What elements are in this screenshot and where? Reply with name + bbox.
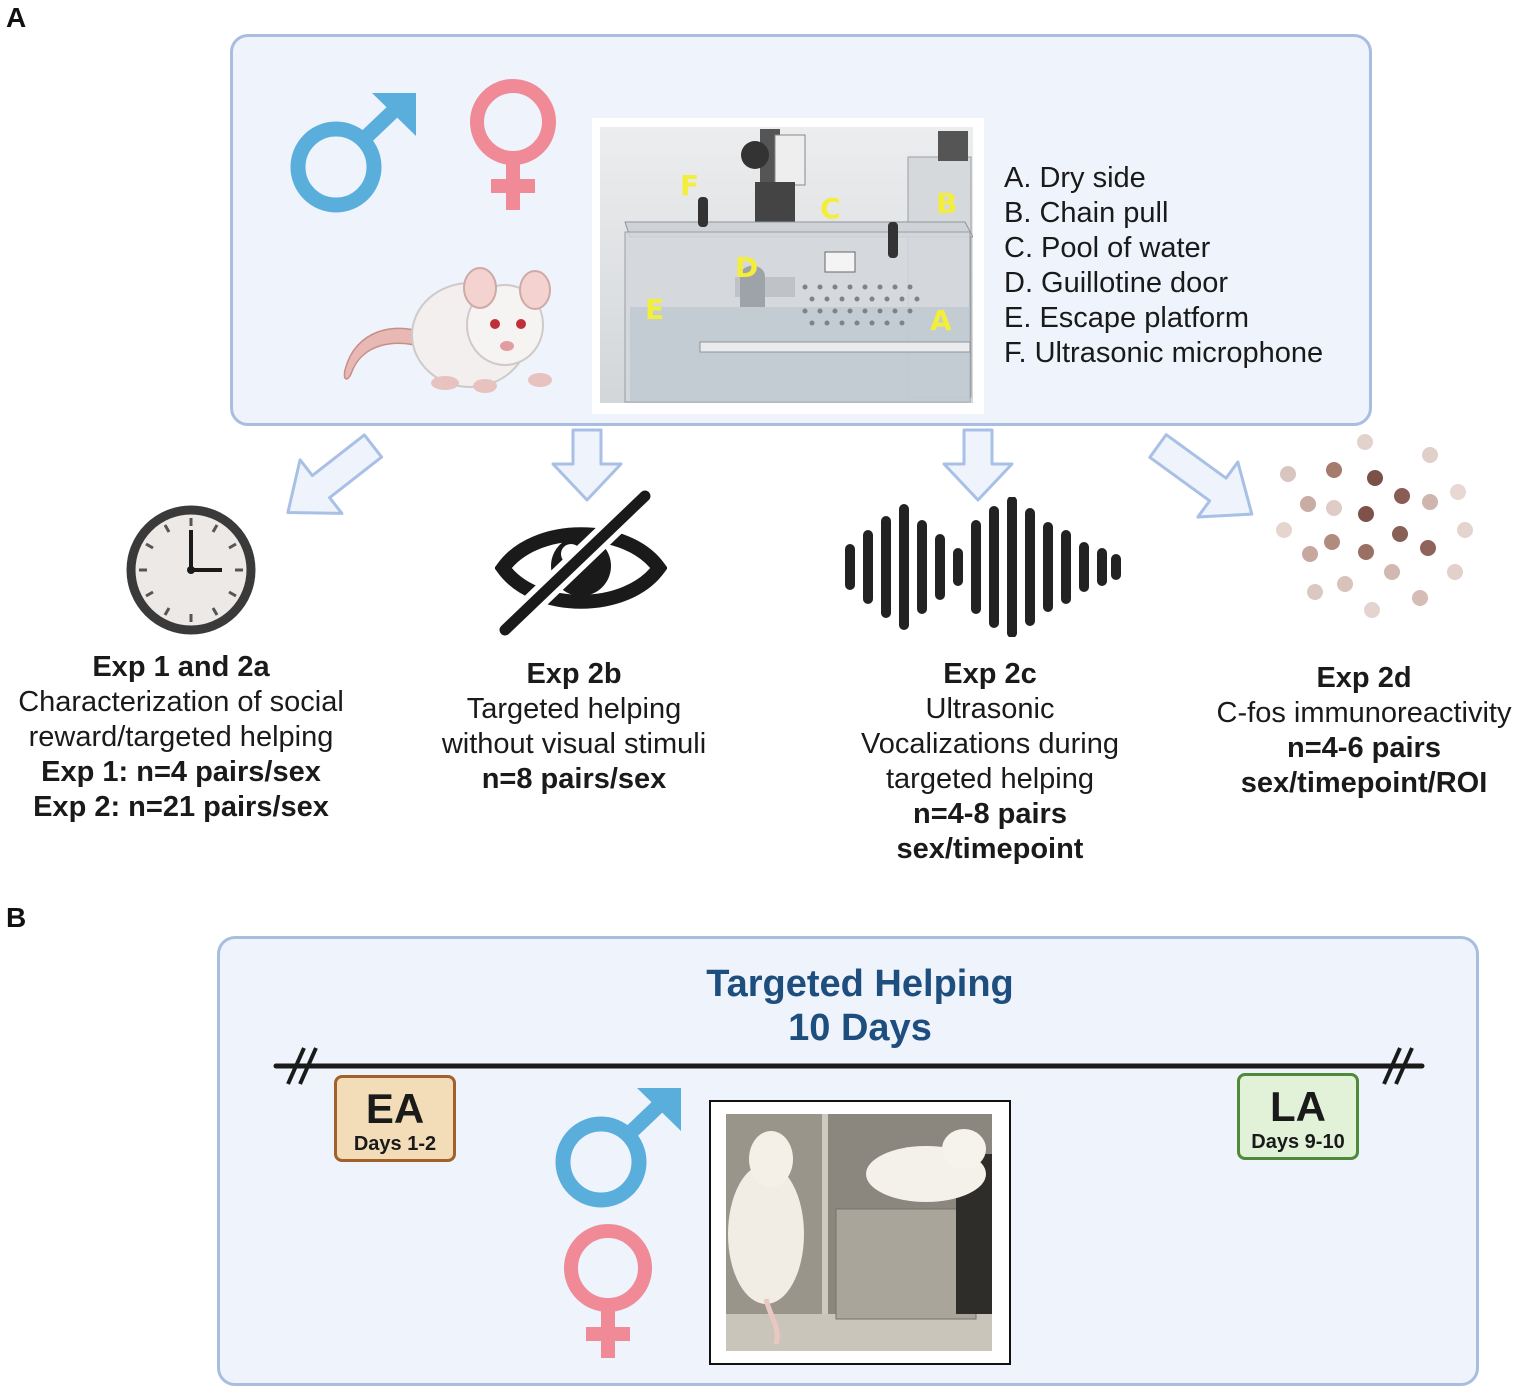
exp1-title: Exp 1 and 2a (92, 651, 270, 683)
apparatus-label-c: C (820, 192, 841, 225)
exp2c-n-line1: n=4-8 pairs (913, 798, 1067, 830)
male-symbol-icon (290, 93, 416, 213)
legend-item-chain-pull: B. Chain pull (1004, 197, 1169, 229)
exp2c-n-line2: sex/timepoint (896, 833, 1084, 865)
exp2d-n-line2: sex/timepoint/ROI (1240, 767, 1488, 799)
apparatus-label-f: F (680, 169, 699, 202)
la-label: LA (1270, 1083, 1326, 1130)
apparatus-label-a: A (930, 304, 952, 337)
exp1-block: Exp 1 and 2a Characterization of social … (0, 650, 362, 825)
cfos-dots-icon (1276, 434, 1473, 618)
arrow-to-exp1 (286, 433, 384, 515)
apparatus-label-d: D (735, 251, 758, 284)
exp2c-title: Exp 2c (943, 658, 1037, 690)
rats-photo (726, 1114, 992, 1351)
exp2c-block: Exp 2c Ultrasonic Vocalizations during t… (820, 657, 1160, 867)
ea-box: EA Days 1-2 (334, 1075, 456, 1162)
exp2c-desc-line2: Vocalizations during (861, 728, 1119, 760)
timeline-break-left-1 (286, 1047, 306, 1085)
la-box: LA Days 9-10 (1237, 1073, 1359, 1160)
ea-label: EA (365, 1085, 425, 1132)
exp2b-desc-line2: without visual stimuli (441, 728, 707, 760)
exp2b-block: Exp 2b Targeted helping without visual s… (404, 657, 744, 797)
exp2b-title: Exp 2b (526, 658, 622, 690)
ea-days: Days 1-2 (353, 1133, 437, 1155)
male-symbol-icon-b (555, 1088, 681, 1208)
female-symbol-icon-b (564, 1224, 652, 1358)
exp1-desc-line1: Characterization of social (18, 686, 344, 718)
flow-arrows (286, 428, 1254, 519)
timeline-title: Targeted Helping 10 Days (560, 962, 1160, 1050)
sound-wave-icon (845, 497, 1121, 637)
arrow-to-exp2c (942, 428, 1014, 502)
panel-a-letter: A (6, 2, 27, 33)
timeline-break-right-2 (1394, 1047, 1414, 1085)
exp2b-desc-line1: Targeted helping (466, 693, 682, 725)
timeline-break-left-2 (298, 1047, 318, 1085)
rat-illustration (343, 267, 552, 393)
exp2d-n-line1: n=4-6 pairs (1287, 732, 1441, 764)
legend-item-escape-platform: E. Escape platform (1004, 302, 1249, 334)
legend-item-ultrasonic-microphone: F. Ultrasonic microphone (1004, 337, 1324, 369)
exp2d-block: Exp 2d C-fos immunoreactivity n=4-6 pair… (1198, 661, 1530, 801)
exp2d-desc-line1: C-fos immunoreactivity (1216, 697, 1512, 729)
exp2d-title: Exp 2d (1316, 662, 1412, 694)
timeline-title-line1: Targeted Helping (706, 963, 1014, 1005)
legend-item-dry-side: A. Dry side (1004, 162, 1146, 194)
female-symbol-icon (470, 79, 556, 210)
la-days: Days 9-10 (1251, 1131, 1345, 1153)
legend-item-pool-of-water: C. Pool of water (1004, 232, 1211, 264)
legend-item-guillotine-door: D. Guillotine door (1004, 267, 1229, 299)
apparatus-label-b: B (936, 187, 957, 220)
exp2c-desc-line1: Ultrasonic (925, 693, 1055, 725)
arrow-to-exp2d (1148, 433, 1254, 519)
eye-slash-icon (495, 488, 667, 638)
clock-icon (126, 505, 256, 635)
timeline-title-line2: 10 Days (788, 1007, 932, 1049)
exp1-desc-line2: reward/targeted helping (28, 721, 334, 753)
timeline-axis (273, 1047, 1425, 1085)
timeline-break-right-1 (1382, 1047, 1402, 1085)
exp1-n-line2: Exp 2: n=21 pairs/sex (33, 791, 329, 823)
panel-b-letter: B (6, 902, 27, 933)
arrow-to-exp2b (551, 428, 623, 502)
exp2c-desc-line3: targeted helping (886, 763, 1094, 795)
apparatus-label-e: E (645, 293, 664, 326)
exp2b-n-line1: n=8 pairs/sex (481, 763, 667, 795)
apparatus-legend: A. Dry side B. Chain pull C. Pool of wat… (1004, 161, 1323, 371)
apparatus-photo: F C B D E A (600, 127, 973, 403)
exp1-n-line1: Exp 1: n=4 pairs/sex (41, 756, 321, 788)
